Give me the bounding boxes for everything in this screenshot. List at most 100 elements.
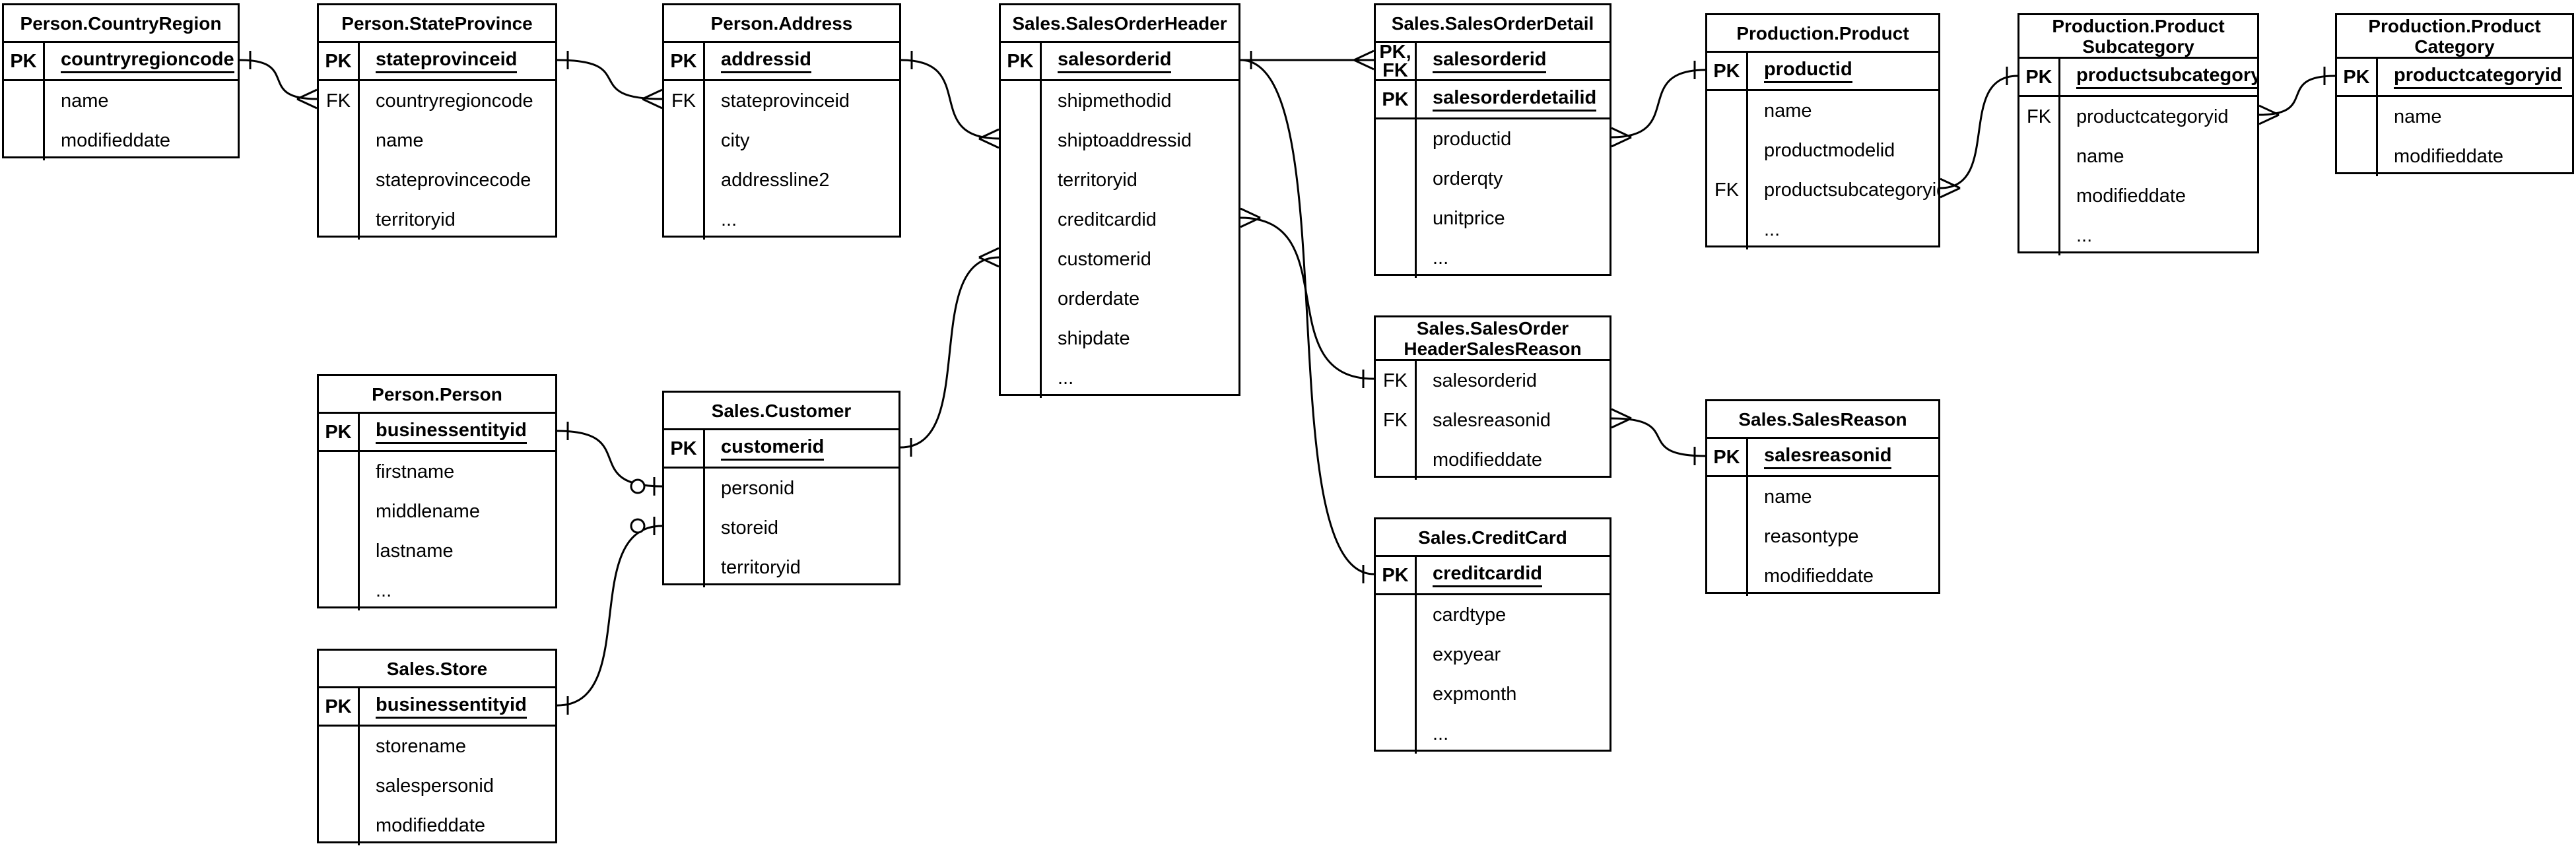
relationship-stateprovince-to-address [557,59,663,100]
cardinality-zero-one-marker [630,477,656,496]
attribute-name: reasontype [1748,517,1938,556]
entity-title: Person.Address [664,5,899,43]
attribute-name: productcategoryid [2060,97,2257,137]
cardinality-many-marker [1611,127,1632,148]
entity-title: Sales.SalesOrderDetail [1376,5,1610,43]
attribute-row: shipmethodid [1001,81,1238,121]
attribute-label: businessentityid [376,420,527,444]
entity-title: Person.StateProvince [319,5,555,43]
attribute-label: productcategoryid [2394,65,2562,89]
attribute-name: productid [1417,119,1610,159]
attribute-row: ... [1707,210,1938,249]
entity-title: Person.Person [319,376,555,414]
attribute-name: name [2378,97,2572,137]
key-flag-cell [319,806,360,845]
key-flag-cell [319,727,360,766]
entity-title-line: Subcategory [2082,36,2194,57]
attribute-label: personid [721,477,795,499]
attribute-row: shiptoaddressid [1001,121,1238,160]
attribute-row: shipdate [1001,319,1238,358]
key-flag-cell: FK [1376,361,1417,401]
primary-key-attribute: addressid [705,43,899,79]
attribute-row: productid [1376,119,1610,159]
key-flag-cell [319,492,360,531]
primary-key-attribute: businessentityid [360,688,555,725]
attribute-label: salesreasonid [1433,409,1551,431]
cardinality-many-marker [2258,104,2280,125]
key-flag-cell [664,548,705,587]
key-flag-cell [319,571,360,610]
cardinality-many-marker [978,128,1000,149]
attribute-row: city [664,121,899,160]
key-flag-cell: PK [664,43,705,79]
key-flag-cell [1707,517,1748,556]
attribute-name: expmonth [1417,674,1610,714]
attribute-name: personid [705,469,898,508]
attribute-label: modifieddate [2076,185,2186,207]
attribute-name: modifieddate [2378,137,2572,176]
attribute-row: modifieddate [319,806,555,845]
attribute-label: shipdate [1058,327,1130,349]
key-flag-cell: PK, FK [1376,42,1417,80]
primary-key-attribute: productcategoryid [2378,59,2572,95]
cardinality-many-marker [296,88,318,110]
attribute-label: orderdate [1058,288,1140,309]
attribute-name: storeid [705,508,898,548]
attribute-label: productmodelid [1764,139,1895,161]
key-flag-cell: PK [1376,557,1417,593]
entity-title: Production.Product [1707,15,1938,53]
entity-title: Sales.Store [319,651,555,688]
key-flag-cell [1376,595,1417,635]
attribute-row: reasontype [1707,517,1938,556]
relationship-salesorderdetail-to-product [1611,69,1706,139]
key-flag-cell [664,200,705,240]
key-flag-cell [664,469,705,508]
attribute-label: salesorderid [1433,370,1537,391]
attribute-label: countryregioncode [376,90,533,112]
attribute-row: salespersonid [319,766,555,806]
key-flag-cell [4,81,45,121]
attribute-label: name [1764,486,1812,507]
key-flag-cell [319,531,360,571]
attribute-row: personid [664,469,898,508]
attribute-row: productmodelid [1707,131,1938,170]
primary-key-attribute: salesorderid [1042,43,1238,79]
attribute-label: creditcardid [1433,563,1542,587]
key-flag-cell [2019,176,2060,216]
attribute-row: ... [1376,714,1610,754]
attribute-row: name [2337,97,2572,137]
entity-title-line: Person.Person [372,383,502,405]
attribute-name: name [2060,137,2257,176]
key-flag-cell: PK [319,414,360,450]
attribute-row: name [319,121,555,160]
attribute-label: shipmethodid [1058,90,1172,112]
attribute-row: territoryid [319,200,555,240]
cardinality-many-marker [978,247,1000,268]
attribute-name: customerid [1042,240,1238,279]
key-flag-cell: PK [4,43,45,79]
relationship-salesorderheadersalesreason-to-salesreason [1611,417,1706,457]
key-flag-cell [2337,137,2378,176]
attribute-row: storename [319,727,555,766]
attribute-name: territoryid [360,200,555,240]
key-flag-cell [319,121,360,160]
key-flag-cell [1376,238,1417,278]
attribute-row: middlename [319,492,555,531]
attribute-name: cardtype [1417,595,1610,635]
key-flag-cell: PK [2019,59,2060,95]
attribute-label: modifieddate [376,814,486,836]
